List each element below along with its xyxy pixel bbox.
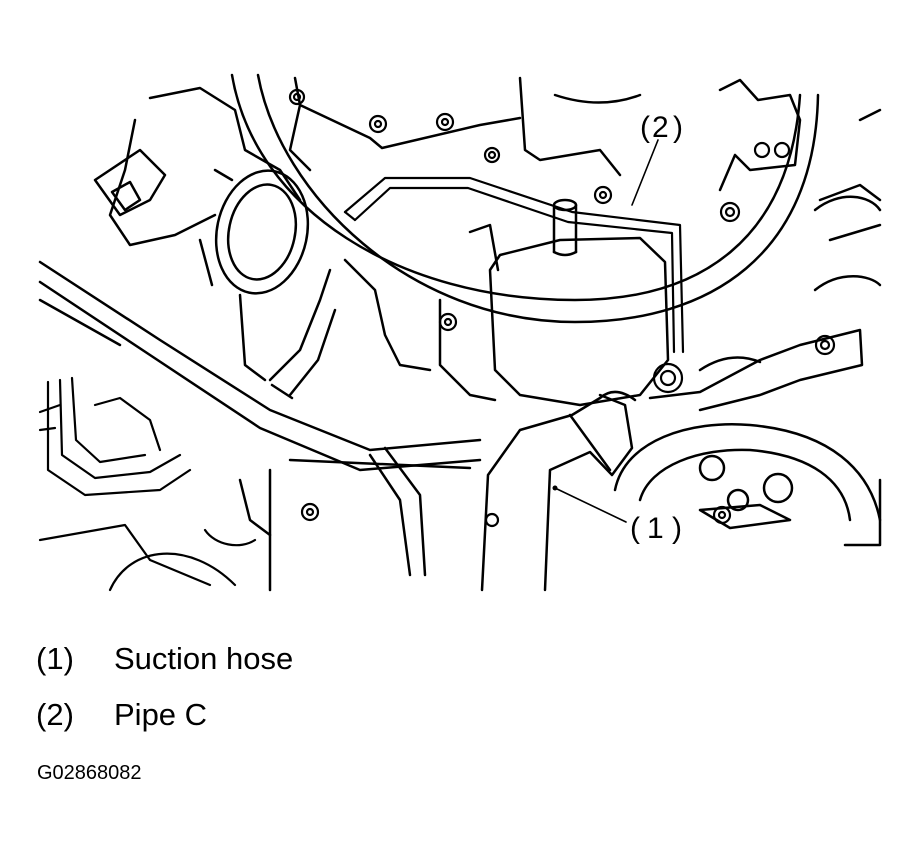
lower-housing: [238, 458, 472, 592]
diagonal-tubes: [38, 260, 482, 577]
legend-number: (2): [36, 697, 74, 732]
legend-item-pipe-c: (2) Pipe C: [36, 699, 207, 730]
figure-code: G02868082: [37, 762, 142, 784]
legend-label: Pipe C: [114, 697, 208, 732]
callout-leaders: [554, 139, 659, 523]
center-component: [343, 198, 670, 407]
leader-dot-1: [552, 485, 558, 491]
marker-2: ( 2 ): [640, 111, 683, 144]
upper-hose: [230, 73, 820, 324]
engine-line-drawing: ( 2 ) ( 1 ): [38, 73, 882, 592]
marker-2-number: 2: [652, 111, 669, 144]
svg-text:): ): [672, 512, 682, 545]
compressor-pulley: [613, 328, 882, 547]
svg-text:(: (: [640, 111, 650, 144]
pipe-c: [343, 176, 685, 354]
manifold-top: [288, 76, 642, 177]
legend-item-suction-hose: (1) Suction hose: [36, 643, 293, 674]
legend-number: (1): [36, 641, 74, 676]
legend-label: Suction hose: [114, 641, 294, 676]
marker-1: ( 1 ): [630, 512, 682, 545]
intake-duct: [93, 86, 310, 382]
suction-hose: [480, 390, 637, 592]
svg-text:(: (: [630, 512, 640, 545]
right-bracket: [718, 78, 882, 292]
lower-left-bracket: [38, 376, 257, 592]
svg-text:): ): [673, 111, 683, 144]
marker-1-number: 1: [647, 512, 664, 545]
